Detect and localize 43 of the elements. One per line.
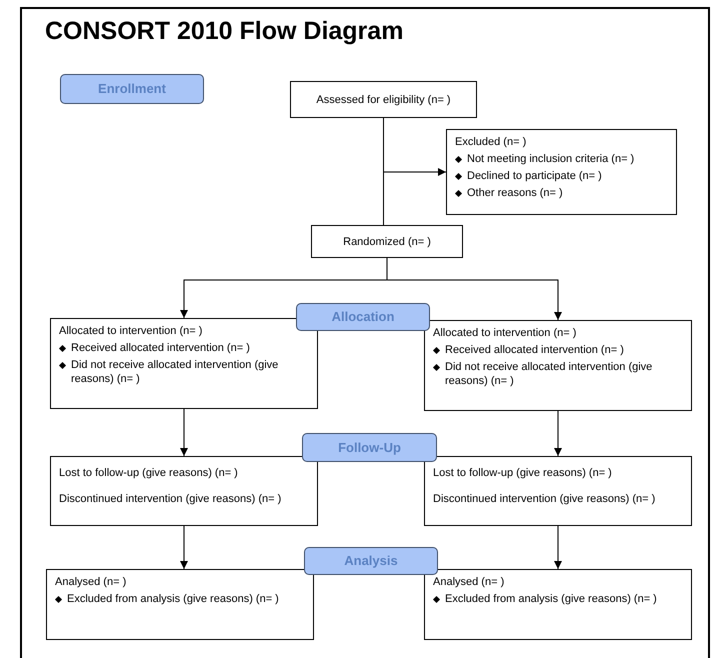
connector-arrow	[180, 526, 188, 570]
process-box	[290, 81, 477, 118]
connector-arrow	[554, 410, 562, 456]
box-text: Excluded (n= )	[455, 135, 528, 149]
connector-arrow	[554, 526, 562, 570]
box-text: Allocated to intervention (n= )	[59, 324, 204, 338]
process-box	[424, 456, 692, 526]
process-box	[446, 129, 677, 215]
list-item-text: Declined to participate (n= )	[467, 169, 602, 183]
connector-arrow	[386, 258, 562, 320]
list-item-text: Did not receive allocated intervention (give reasons) (n= )	[445, 360, 654, 388]
process-box	[46, 569, 314, 640]
process-box	[50, 318, 318, 409]
list-item-text: Not meeting inclusion criteria (n= )	[467, 152, 634, 166]
box-text: Discontinued intervention (give reasons) (n= )	[433, 492, 656, 506]
stage-label: Enrollment	[98, 80, 166, 98]
box-text: Analysed (n= )	[433, 575, 506, 589]
box-text: Randomized (n= )	[343, 234, 431, 248]
stage-band	[304, 547, 438, 575]
list-item-text: Received allocated intervention (n= )	[71, 341, 250, 355]
process-box	[50, 456, 318, 526]
diagram-title: CONSORT 2010 Flow Diagram	[45, 16, 404, 47]
list-item-text: Did not receive allocated intervention (give reasons) (n= )	[71, 358, 280, 386]
box-text: Assessed for eligibility (n= )	[316, 92, 451, 106]
connector-arrow	[180, 408, 188, 456]
list-item-text: Other reasons (n= )	[467, 186, 563, 200]
stage-band	[60, 74, 204, 104]
list-item-text: Excluded from analysis (give reasons) (n= )	[445, 592, 657, 606]
stage-label: Analysis	[344, 552, 398, 570]
stage-label: Allocation	[332, 308, 394, 326]
process-box	[311, 225, 463, 258]
process-box	[424, 569, 692, 640]
box-text: Discontinued intervention (give reasons) (n= )	[59, 492, 282, 506]
box-text: Analysed (n= )	[55, 575, 128, 589]
box-text: Allocated to intervention (n= )	[433, 326, 578, 340]
stage-label: Follow-Up	[338, 438, 401, 457]
stage-band	[302, 433, 437, 462]
list-item-text: Excluded from analysis (give reasons) (n= )	[67, 592, 279, 606]
box-text: Lost to follow-up (give reasons) (n= )	[433, 466, 613, 480]
process-box	[424, 320, 692, 411]
box-text: Lost to follow-up (give reasons) (n= )	[59, 466, 239, 480]
list-item-text: Received allocated intervention (n= )	[445, 343, 624, 357]
stage-band	[296, 303, 430, 331]
